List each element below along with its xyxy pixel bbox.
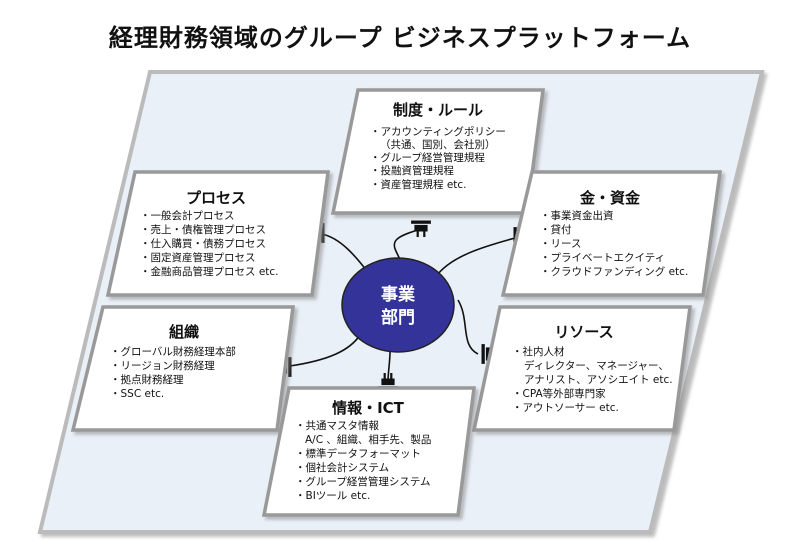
- box-ict: 情報・ICT ・共通マスタ情報 A/C 、組織、相手先、製品 ・標準データフォー…: [261, 386, 476, 517]
- list-item: アナリスト、アソシエイト etc.: [524, 374, 673, 386]
- list-item: （共通、国別、会社別）: [380, 138, 496, 151]
- list-item: ・グローバル財務経理本部: [110, 345, 236, 358]
- list-item: ・グループ経営管理規程: [370, 151, 485, 164]
- box-resource-title: リソース: [554, 323, 613, 341]
- box-money: 金・資金 ・事業資金出資 ・貸付 ・リース ・プライベートエクイティ ・クラウド…: [500, 170, 723, 297]
- list-item: ・クラウドファンディング etc.: [540, 265, 688, 278]
- list-item: ・貸付: [540, 223, 572, 236]
- list-item: ディレクター、マネージャー、: [524, 359, 669, 372]
- list-item: ・一般会計プロセス: [140, 209, 235, 222]
- list-item: ・仕入購買・債務プロセス: [140, 237, 266, 250]
- list-item: ・アウトソーサー etc.: [512, 402, 619, 414]
- hub-label-line2: 部門: [381, 307, 415, 328]
- box-rules-title: 制度・ルール: [393, 101, 483, 119]
- list-item: ・投融資管理規程: [370, 164, 454, 177]
- box-process-title: プロセス: [186, 189, 246, 207]
- list-item: ・標準データフォーマット: [295, 447, 421, 460]
- hub-label-line1: 事業: [381, 284, 415, 305]
- cable-money: [434, 237, 516, 279]
- list-item: ・プライベートエクイティ: [540, 252, 665, 264]
- list-item: ・事業資金出資: [540, 209, 614, 222]
- list-item: ・拠点財務経理: [110, 373, 184, 386]
- business-unit-hub: 事業 部門: [341, 257, 455, 353]
- list-item: ・CPA等外部専門家: [512, 387, 606, 400]
- list-item: ・BIツール etc.: [295, 490, 370, 502]
- cable-org: [289, 334, 361, 367]
- cable-resource: [457, 299, 479, 355]
- box-process: プロセス ・一般会計プロセス ・売上・債権管理プロセス ・仕入購買・債務プロセス…: [105, 170, 330, 297]
- list-item: A/C 、組織、相手先、製品: [305, 433, 431, 446]
- box-resource: リソース ・社内人材 ディレクター、マネージャー、 アナリスト、アソシエイト e…: [471, 305, 692, 432]
- list-item: ・リージョン財務経理: [110, 359, 215, 372]
- cables: [289, 227, 516, 383]
- box-ict-title: 情報・ICT: [332, 399, 405, 417]
- box-money-title: 金・資金: [579, 189, 641, 207]
- page-title: 経理財務領域のグループ ビジネスプラットフォーム: [108, 24, 692, 52]
- list-item: ・リース: [540, 238, 581, 250]
- box-rules: 制度・ルール ・アカウンティングポリシー （共通、国別、会社別） ・グループ経営…: [330, 88, 545, 215]
- list-item: ・共通マスタ情報: [295, 419, 379, 432]
- list-item: ・固定資産管理プロセス: [140, 251, 256, 264]
- list-item: ・資産管理規程 etc.: [370, 178, 467, 191]
- list-item: ・売上・債権管理プロセス: [140, 223, 266, 236]
- list-item: ・グループ経営管理システム: [295, 475, 431, 488]
- list-item: ・SSC etc.: [110, 388, 164, 400]
- list-item: ・社内人材: [512, 345, 565, 358]
- box-org-title: 組織: [169, 323, 199, 341]
- box-org: 組織 ・グローバル財務経理本部 ・リージョン財務経理 ・拠点財務経理 ・SSC …: [70, 305, 295, 432]
- list-item: ・個社会計システム: [295, 461, 389, 474]
- list-item: ・金融商品管理プロセス etc.: [140, 265, 279, 278]
- list-item: ・アカウンティングポリシー: [370, 125, 506, 138]
